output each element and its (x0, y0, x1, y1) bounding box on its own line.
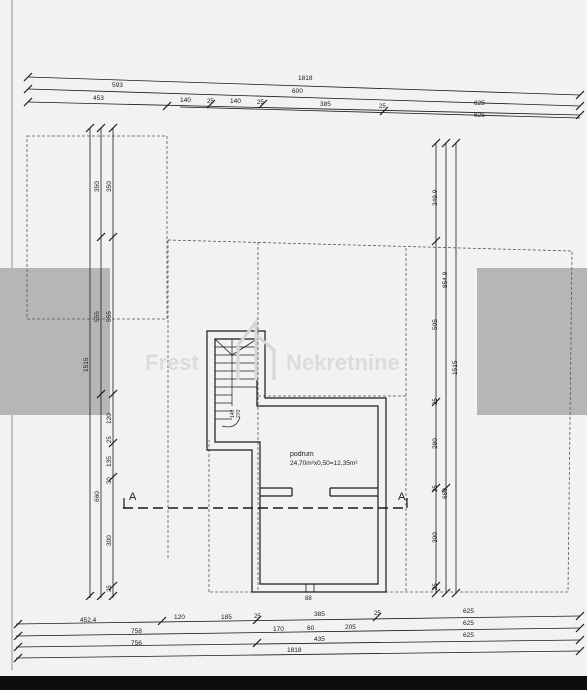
right-dimension-lines (431, 138, 461, 598)
left-dim-label: 25 (107, 585, 113, 592)
room-name: podrum (290, 451, 314, 458)
bottom-dim-label: 625 (463, 608, 474, 615)
bottom-dim-label: 435 (314, 636, 325, 643)
left-dim-label: 350 (94, 181, 101, 192)
top-dim-label: 25 (207, 99, 214, 105)
bottom-dim-label: 120 (174, 614, 185, 621)
bottom-dim-label: 625 (463, 632, 474, 639)
top-dim-label: 140 (230, 98, 241, 105)
top-dim-label: 593 (112, 82, 123, 89)
left-dim-label: 660 (94, 491, 101, 502)
bottom-dim-label: 385 (314, 611, 325, 618)
bottom-dim-label: 205 (345, 624, 356, 631)
right-dim-label: 280 (432, 438, 439, 449)
right-dim-label: 25 (433, 398, 439, 405)
bottom-frame (0, 676, 587, 690)
top-dim-label: 25 (379, 104, 386, 110)
room-area: 24,70m²x0,50=12,35m² (290, 460, 358, 467)
bottom-dimension-lines (13, 611, 585, 663)
top-dim-label: 625 (474, 112, 485, 119)
bottom-dim-label: 1818 (287, 647, 302, 654)
gray-band-right (477, 268, 587, 415)
left-dim-label: 30 (107, 477, 113, 484)
gray-band-left (0, 268, 110, 415)
left-dim-label: 135 (106, 456, 113, 467)
bottom-dim-label: 756 (131, 640, 142, 647)
right-dim-label: 505 (432, 319, 439, 330)
door-label: 88 (305, 596, 312, 602)
top-dim-label: 385 (320, 101, 331, 108)
stairs (214, 338, 258, 428)
right-dim-label: 854.9 (442, 271, 449, 288)
top-dim-label: 25 (257, 100, 264, 106)
left-dim-label: 1515 (83, 357, 90, 372)
watermark-text-left: Frest (145, 350, 199, 375)
bottom-dim-label: 452.4 (80, 617, 97, 624)
right-dim-label: 349.9 (432, 189, 439, 206)
section-mark-left: A (129, 491, 137, 503)
dashed-outlines (26, 135, 573, 593)
right-dim-label: 25 (433, 485, 439, 492)
top-dim-label: 600 (292, 88, 303, 95)
left-dim-label: 25 (107, 436, 113, 443)
watermark-text-right: Nekretnine (286, 350, 400, 375)
watermark-logo (236, 317, 276, 380)
right-dim-label: 300 (432, 532, 439, 543)
bottom-dim-label: 758 (131, 628, 142, 635)
left-dimension-lines (85, 123, 118, 601)
right-dim-label: 25 (433, 583, 439, 590)
right-dim-label: 660 (442, 488, 449, 499)
top-dim-label: 140 (180, 97, 191, 104)
stair-label: 270 (236, 409, 242, 418)
stair-label: 140 (230, 409, 236, 418)
bottom-dim-label: 25 (254, 614, 261, 620)
right-dim-label: 1515 (452, 360, 459, 375)
top-dimension-lines (23, 72, 585, 120)
bottom-dim-label: 625 (463, 620, 474, 627)
top-dim-label: 625 (474, 100, 485, 107)
top-dim-label: 1818 (298, 75, 313, 82)
door-opening (305, 584, 315, 592)
bottom-dim-label: 25 (374, 611, 381, 617)
bottom-dim-label: 60 (307, 625, 315, 632)
left-dim-label: 555 (106, 311, 113, 322)
left-dim-label: 120 (106, 413, 113, 424)
left-dim-label: 350 (106, 181, 113, 192)
left-dim-label: 300 (106, 535, 113, 546)
section-mark-right: A (398, 491, 406, 503)
bottom-dim-label: 185 (221, 614, 232, 621)
left-dim-label: 555 (94, 311, 101, 322)
bottom-dim-label: 170 (273, 626, 284, 633)
top-dim-label: 453 (93, 95, 104, 102)
